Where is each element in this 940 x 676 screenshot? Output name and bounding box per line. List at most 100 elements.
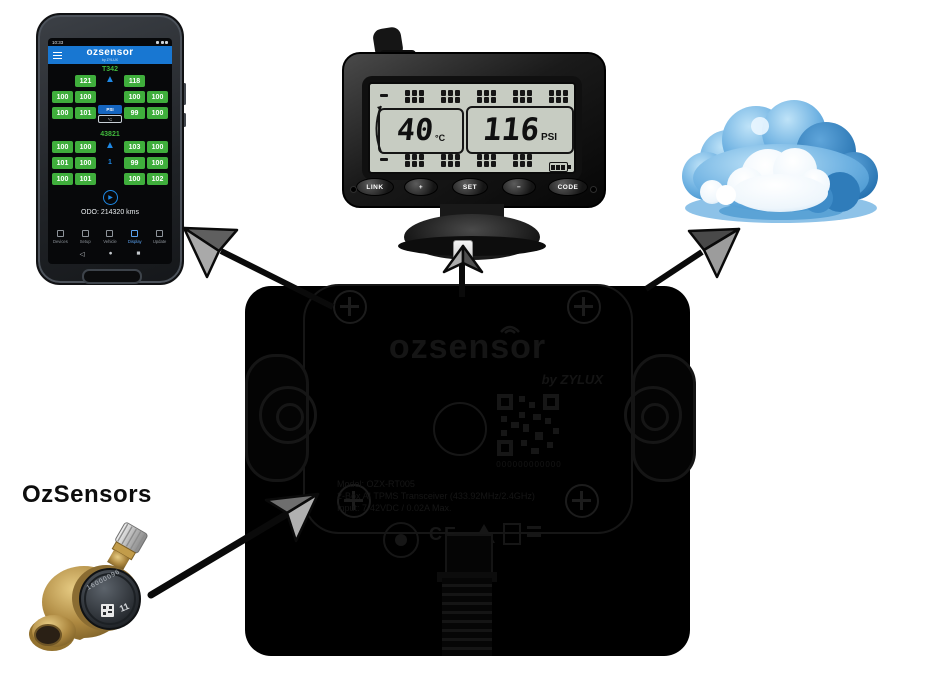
nav-label: Setup bbox=[79, 238, 91, 244]
setup-icon bbox=[81, 230, 89, 238]
signal-icon bbox=[156, 40, 159, 44]
receiver-button-circle bbox=[433, 402, 487, 456]
tire-tile: 100 bbox=[52, 91, 73, 103]
wifi-arcs-icon bbox=[500, 325, 520, 334]
smartphone: 10:33 ozsensor by ZYLUX T342 121 ▲ 118 1… bbox=[36, 13, 186, 285]
lcd-top-tire-blocks bbox=[380, 90, 568, 103]
app-logo-tagline: by ZYLUX bbox=[102, 58, 118, 62]
tire-block-group bbox=[404, 154, 425, 167]
receiver-brand-logo: ozsensor bbox=[388, 328, 547, 366]
volume-button[interactable] bbox=[183, 83, 186, 105]
set-button[interactable]: SET bbox=[452, 178, 488, 196]
tire-tile: 121 bbox=[75, 75, 96, 87]
tire-tile: 102 bbox=[147, 173, 168, 185]
tire-block-group bbox=[548, 90, 568, 103]
nav-item-update[interactable]: Update bbox=[147, 228, 172, 246]
screw-icon bbox=[350, 186, 357, 193]
tire-block-group bbox=[440, 154, 461, 167]
wifi-icon bbox=[160, 40, 164, 44]
screw-icon bbox=[333, 290, 367, 324]
nav-label: Devices bbox=[52, 238, 68, 244]
certification-badge-icon bbox=[383, 522, 419, 558]
tire-tile: 100 bbox=[75, 91, 96, 103]
temperature-readout: 40 °C bbox=[378, 108, 464, 154]
receiver-unit: ozsensor by ZYLUX 000000000000 Model: bbox=[245, 276, 696, 658]
vehicle-icon bbox=[106, 230, 114, 238]
tire-tile: 99 bbox=[124, 107, 145, 119]
bottom-nav: Devices Setup Vehicle Display Update bbox=[48, 228, 172, 246]
tire-tile: 103 bbox=[124, 141, 145, 153]
sensor-qr-icon bbox=[101, 604, 114, 617]
sensor-label: OzSensors bbox=[22, 481, 152, 508]
tire-tile: 100 bbox=[147, 141, 168, 153]
phone-screen: 10:33 ozsensor by ZYLUX T342 121 ▲ 118 1… bbox=[48, 38, 172, 264]
devices-icon bbox=[56, 230, 64, 238]
home-pill[interactable] bbox=[82, 269, 142, 284]
lcd-dash-segment bbox=[380, 94, 388, 97]
receiver-input-line: Input: 7-42VDC / 0.02A Max. bbox=[337, 503, 452, 513]
pressure-value: 116 bbox=[481, 111, 541, 148]
temperature-value: 40 bbox=[395, 113, 435, 148]
status-bar: 10:33 bbox=[48, 38, 172, 46]
valve-stem bbox=[107, 522, 148, 571]
update-icon bbox=[156, 230, 164, 238]
tire-tile: 100 bbox=[52, 107, 73, 119]
receiver-right-mount-hole bbox=[624, 386, 682, 444]
tire-tile: 100 bbox=[147, 107, 168, 119]
power-button[interactable] bbox=[183, 113, 186, 127]
cert-mark-decoration bbox=[527, 534, 541, 537]
battery-icon bbox=[165, 40, 168, 44]
unit-psi-badge[interactable]: PSI bbox=[98, 105, 122, 114]
tire-sensor: 16000096 11 bbox=[29, 522, 148, 651]
tire-tile: 100 bbox=[147, 157, 168, 169]
nav-item-display[interactable]: Display bbox=[122, 228, 147, 246]
receiver-model-line: Model: OZX-RT005 bbox=[337, 479, 415, 489]
recents-icon[interactable]: ■ bbox=[136, 250, 141, 257]
receiver-cable-gland bbox=[442, 578, 492, 656]
nav-label: Display bbox=[127, 238, 142, 244]
tire-block-group bbox=[440, 90, 460, 103]
weee-bin-icon bbox=[503, 523, 521, 545]
screw-icon bbox=[590, 186, 597, 193]
tire-tile: 99 bbox=[124, 157, 145, 169]
tire-block-group bbox=[512, 90, 532, 103]
mount-clip bbox=[453, 240, 473, 264]
pressure-readout: 116 PSI bbox=[466, 106, 574, 154]
tire-block-group bbox=[476, 154, 497, 167]
tire-tile: 100 bbox=[124, 173, 145, 185]
tire-block-group bbox=[512, 154, 533, 167]
status-time: 10:33 bbox=[52, 39, 64, 45]
cloud-illustration bbox=[682, 100, 878, 223]
temperature-unit: °C bbox=[435, 133, 446, 143]
lcd-bottom-tire-blocks bbox=[380, 154, 571, 172]
arrowhead-to-cloud bbox=[702, 227, 741, 279]
truck2-id: 43821 bbox=[100, 131, 120, 138]
tpms-display-monitor: 40 °C 116 PSI LINK + SET − CODE bbox=[340, 25, 606, 268]
nav-label: Update bbox=[152, 238, 167, 244]
qr-code-icon bbox=[497, 394, 559, 456]
tire-tile: 100 bbox=[52, 173, 73, 185]
status-icons bbox=[156, 40, 168, 44]
home-icon[interactable]: ● bbox=[108, 250, 113, 257]
receiver-connector-collar bbox=[437, 572, 497, 582]
nav-item-devices[interactable]: Devices bbox=[48, 228, 73, 246]
page-indicator: 1 bbox=[108, 159, 112, 166]
receiver-serial: 000000000000 bbox=[496, 460, 562, 469]
tire-tile: 100 bbox=[124, 91, 145, 103]
play-button[interactable]: ▶ bbox=[103, 190, 118, 205]
tire-tile: 101 bbox=[75, 107, 96, 119]
nav-item-setup[interactable]: Setup bbox=[73, 228, 98, 246]
link-button[interactable]: LINK bbox=[356, 178, 394, 196]
tire-tile: 101 bbox=[52, 157, 73, 169]
tire-tile: 100 bbox=[147, 91, 168, 103]
unit-celsius-badge[interactable]: °C bbox=[98, 115, 122, 123]
hamburger-menu-icon[interactable] bbox=[53, 52, 62, 59]
code-button[interactable]: CODE bbox=[548, 178, 588, 196]
tire-tile: 100 bbox=[75, 157, 96, 169]
back-icon[interactable]: ◁ bbox=[79, 251, 85, 258]
plus-button[interactable]: + bbox=[404, 178, 438, 196]
arrowhead-to-phone bbox=[182, 226, 239, 253]
nav-item-vehicle[interactable]: Vehicle bbox=[98, 228, 123, 246]
minus-button[interactable]: − bbox=[502, 178, 536, 196]
